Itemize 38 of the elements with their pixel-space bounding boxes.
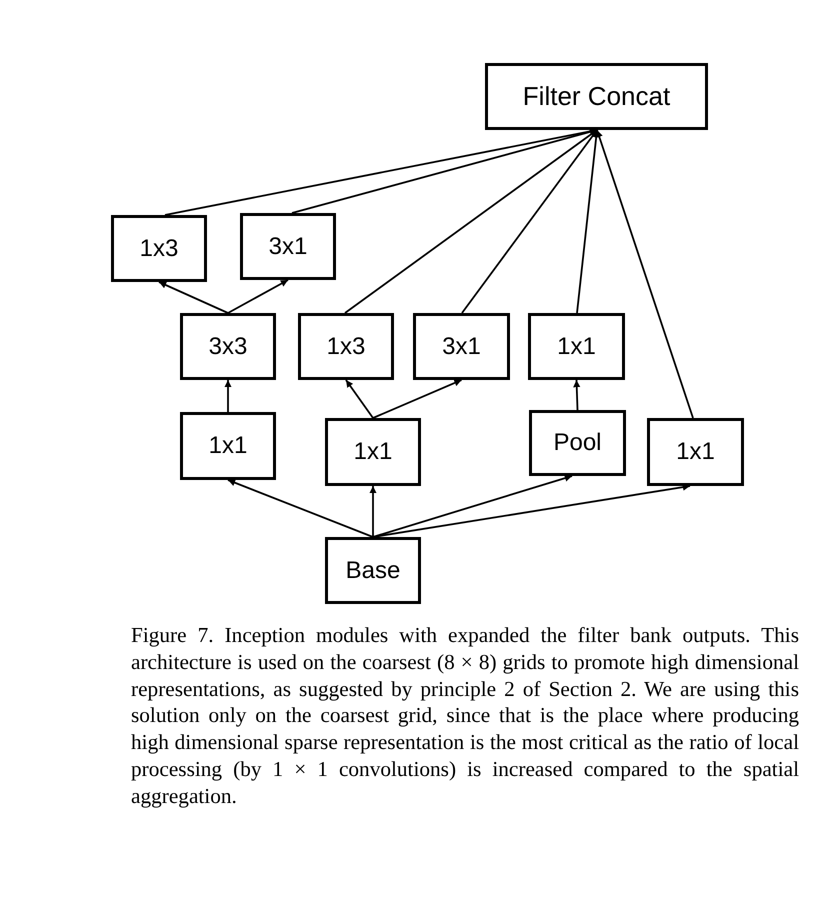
arrow (372, 379, 462, 419)
arrow (576, 130, 600, 314)
arrow (369, 486, 377, 537)
arrow (228, 279, 288, 314)
arrow (573, 380, 580, 410)
layer-box (180, 313, 276, 380)
arrow (461, 129, 598, 314)
figure-caption: Figure 7. Inception modules with expanded the filter bank outputs. This architecture is used on the coarsest (8 × 8) grids to promote high dimensional representations, as suggested by principle 2 of Section 2. We are using this solution only on the coarsest grid, since that is the place where producing high dimensional sparse representation is the most critical as the ratio of local processing (by 1 × 1 convolutions) is increased compared to the spatial aggregation. (131, 622, 799, 810)
layer-box (529, 410, 626, 476)
layer-label: Filter Concat (522, 81, 670, 112)
layer-label: 3x3 (208, 332, 248, 360)
arrow (158, 281, 228, 314)
layer-label: 3x1 (442, 332, 481, 360)
layer-box (325, 537, 421, 604)
layer-box (111, 215, 207, 282)
arrow (345, 379, 374, 419)
layer-label: Pool (553, 429, 602, 457)
arrow (596, 130, 694, 418)
layer-label: 1x1 (676, 438, 715, 466)
layer-box (325, 418, 421, 486)
layer-box (240, 213, 336, 280)
arrow (372, 474, 572, 538)
layer-label: 1x1 (557, 332, 596, 360)
layer-label: 1x3 (140, 234, 178, 262)
layer-box (413, 313, 510, 380)
layer-box (180, 412, 276, 480)
layer-box (647, 418, 744, 486)
layer-label: 3x1 (268, 232, 308, 260)
arrow (372, 484, 690, 538)
layer-box (485, 63, 708, 130)
layer-label: 1x3 (326, 332, 366, 360)
arrow (228, 479, 374, 538)
layer-label: 1x1 (354, 438, 392, 466)
layer-label: Base (346, 556, 400, 584)
layer-label: 1x1 (208, 432, 248, 460)
arrow (224, 380, 232, 412)
layer-box (528, 313, 625, 380)
layer-box (298, 313, 394, 380)
